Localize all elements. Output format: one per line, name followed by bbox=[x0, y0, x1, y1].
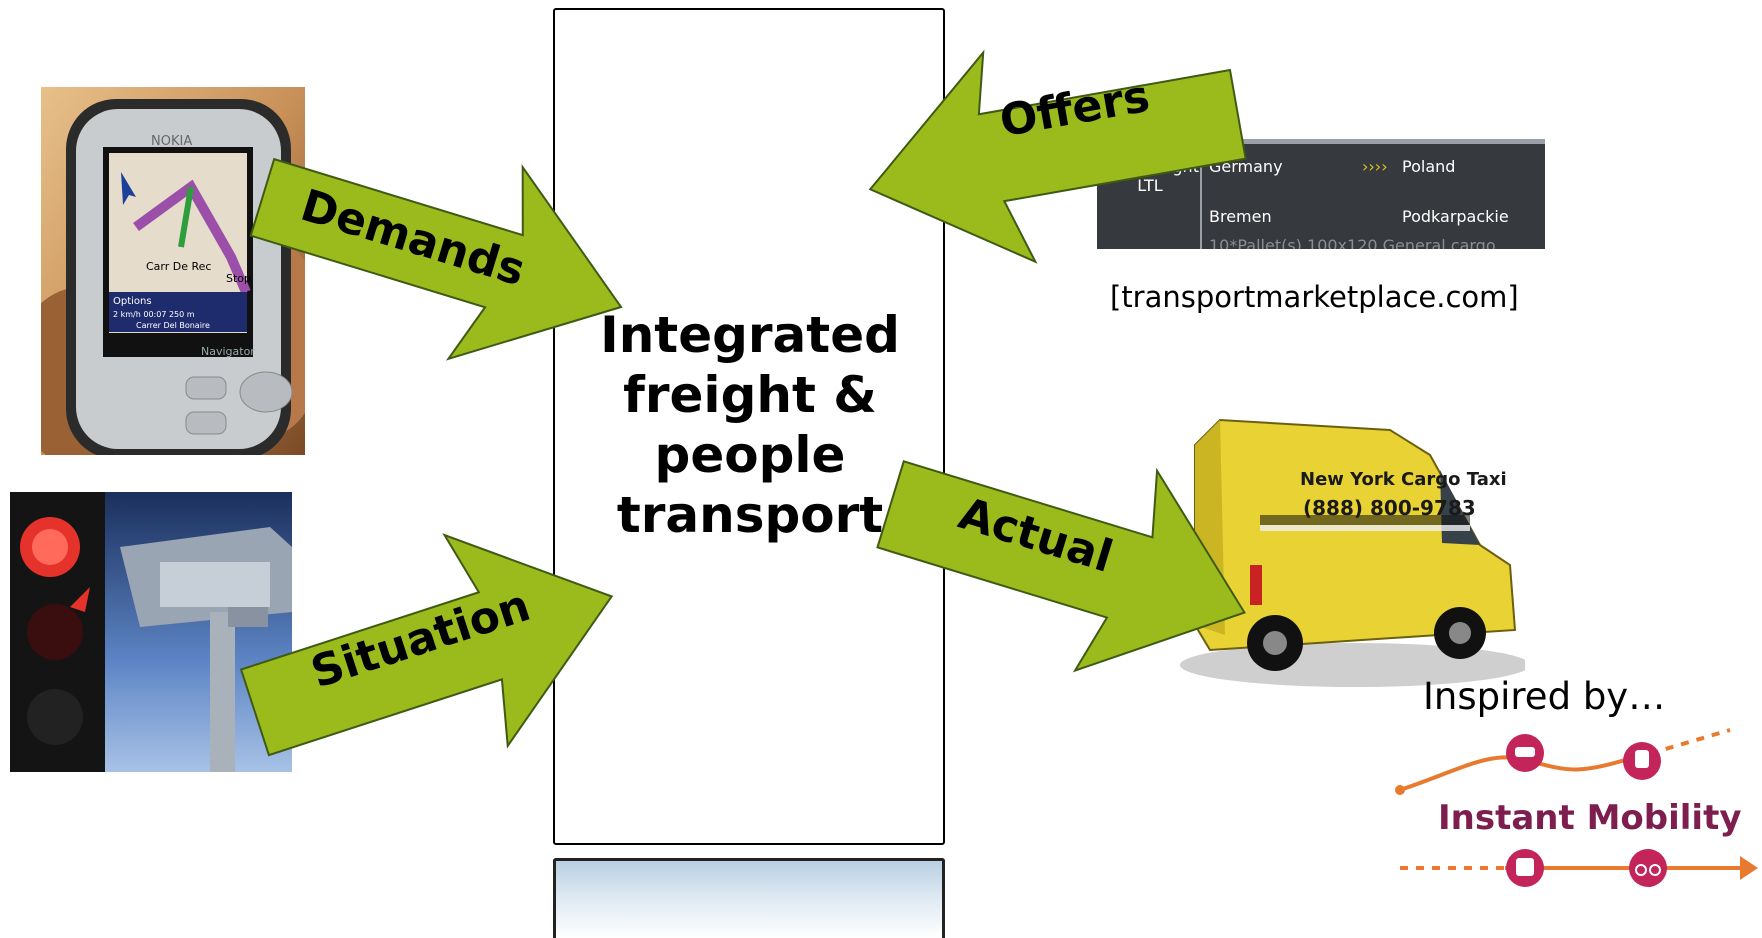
offers-arrow bbox=[868, 49, 1247, 264]
cargo-description: 10*Pallet(s) 100x120 General cargo bbox=[1209, 236, 1496, 249]
from-region: Bremen bbox=[1209, 207, 1272, 226]
marketplace-listing: Road freight LTL Germany ›››› Poland Bre… bbox=[1097, 139, 1545, 249]
box-reflection bbox=[553, 858, 945, 938]
bike-icon bbox=[1629, 849, 1667, 887]
situation-arrow bbox=[239, 533, 614, 757]
arrow-right-icon bbox=[1740, 856, 1758, 880]
svg-text:Carrer Del Bonaire: Carrer Del Bonaire bbox=[136, 321, 210, 330]
marketplace-caption: [transportmarketplace.com] bbox=[1110, 280, 1519, 314]
svg-text:Navigator: Navigator bbox=[201, 345, 255, 358]
svg-text:Options: Options bbox=[113, 296, 152, 307]
svg-text:2 km/h 00:07 250 m: 2 km/h 00:07 250 m bbox=[113, 310, 195, 319]
cargo-van-photo: New York Cargo Taxi (888) 800-9783 bbox=[1180, 418, 1525, 687]
phone-brand: NOKIA bbox=[151, 134, 192, 149]
instant-mobility-name: Instant Mobility bbox=[1438, 798, 1742, 838]
route-arrow-icon: ›››› bbox=[1362, 157, 1388, 176]
inspired-by-text: Inspired by… bbox=[1423, 675, 1666, 718]
svg-text:Carr De Rec: Carr De Rec bbox=[146, 260, 211, 273]
integrated-transport-box bbox=[553, 8, 945, 845]
demands-arrow bbox=[249, 157, 623, 361]
actual-arrow bbox=[876, 460, 1246, 673]
to-region: Podkarpackie bbox=[1402, 207, 1509, 226]
van-company: New York Cargo Taxi bbox=[1300, 469, 1507, 490]
instant-mobility-logo bbox=[1395, 728, 1758, 887]
phone-navigation-photo: NOKIA Carr De Rec Stop Options 2 km/h 00… bbox=[41, 87, 305, 455]
to-country: Poland bbox=[1402, 157, 1456, 176]
traffic-camera-photo bbox=[10, 492, 292, 772]
van-phone: (888) 800-9783 bbox=[1303, 496, 1476, 520]
svg-text:Stop: Stop bbox=[226, 272, 251, 285]
center-title: Integrated freight & people transport bbox=[600, 306, 900, 544]
